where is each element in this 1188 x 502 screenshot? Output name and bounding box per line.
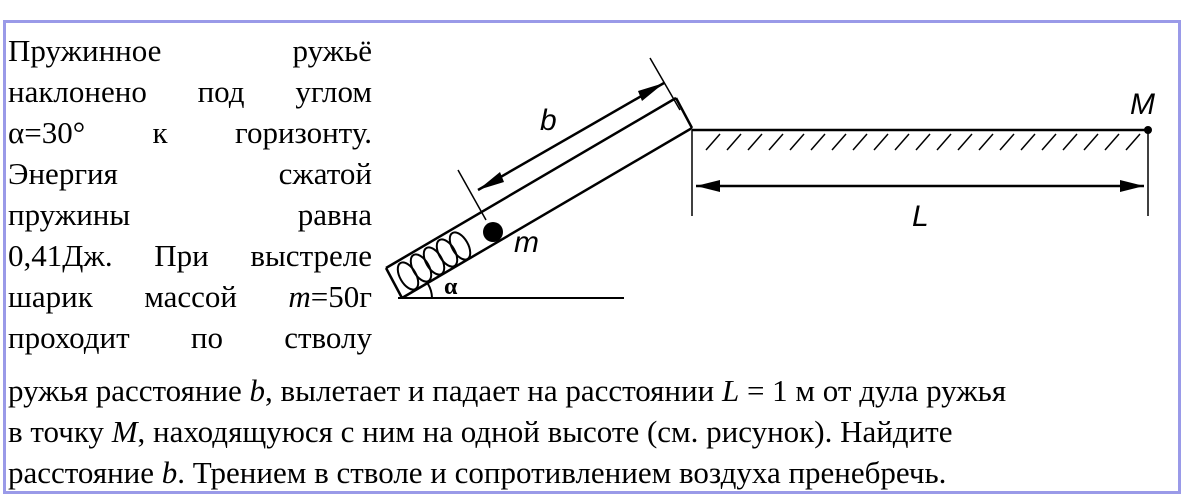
hatch-mark <box>705 133 721 151</box>
text-line-4: Энергия сжатой <box>8 156 372 191</box>
hatch-mark <box>915 133 931 151</box>
b-extension-upper <box>649 57 681 111</box>
hatch-mark <box>1125 133 1141 151</box>
L-arrow-left <box>696 180 720 192</box>
mass-value: m=50г <box>288 279 372 314</box>
problem-frame <box>3 20 1181 494</box>
text-line-8: проходит по стволу <box>8 320 372 355</box>
hatch-mark <box>1020 133 1036 151</box>
hatch-mark <box>726 133 742 151</box>
hatch-mark <box>1083 133 1099 151</box>
hatch-mark <box>1104 133 1120 151</box>
text-line-2: наклонено под углом <box>8 74 372 109</box>
barrel-muzzle <box>674 97 694 129</box>
label-b: b <box>540 104 557 137</box>
hatch-mark <box>1062 133 1078 151</box>
hatch-mark <box>810 133 826 151</box>
text-line-6: 0,41Дж. При выстреле <box>8 238 372 273</box>
problem-text-column: Пружинное ружьё наклонено под углом α=30… <box>8 30 372 358</box>
text-line-9: ружья расстояние b, вылетает и падает на… <box>8 373 1007 408</box>
text-line-11: расстояние b. Трением в стволе и сопроти… <box>8 455 947 490</box>
hatch-mark <box>978 133 994 151</box>
label-L: L <box>912 200 929 233</box>
hatch-mark <box>936 133 952 151</box>
b-extension-lower <box>457 169 487 221</box>
problem-text-bottom: ружья расстояние b, вылетает и падает на… <box>8 370 1180 493</box>
hatch-mark <box>768 133 784 151</box>
b-arrow-upper <box>638 83 664 101</box>
b-arrow-lower <box>478 172 504 190</box>
barrel-bottom-edge <box>401 126 693 300</box>
hatch-mark <box>894 133 910 151</box>
surface-hatching <box>705 133 1141 151</box>
text-line-3: α=30° к горизонту. <box>8 115 372 150</box>
barrel-breech <box>384 267 404 299</box>
hatch-mark <box>957 133 973 151</box>
point-M <box>1144 126 1152 134</box>
text-line-7: шарик массой m=50г <box>8 276 372 317</box>
hatch-mark <box>873 133 889 151</box>
hatch-mark <box>852 133 868 151</box>
hatch-mark <box>1041 133 1057 151</box>
text-line-10: в точку M, находящуюся с ним на одной вы… <box>8 414 953 449</box>
L-arrow-right <box>1120 180 1144 192</box>
hatch-mark <box>999 133 1015 151</box>
label-m: m <box>514 226 539 259</box>
barrel-top-edge <box>385 96 677 270</box>
label-M: M <box>1130 88 1155 121</box>
text-line-5: пружины равна <box>8 197 372 232</box>
spring <box>396 231 472 291</box>
label-alpha: α <box>444 274 458 300</box>
text-line-1: Пружинное ружьё <box>8 33 372 68</box>
hatch-mark <box>747 133 763 151</box>
angle-arc <box>427 283 433 299</box>
b-dimension-line <box>477 81 665 192</box>
hatch-mark <box>831 133 847 151</box>
hatch-mark <box>789 133 805 151</box>
ball <box>483 222 503 242</box>
